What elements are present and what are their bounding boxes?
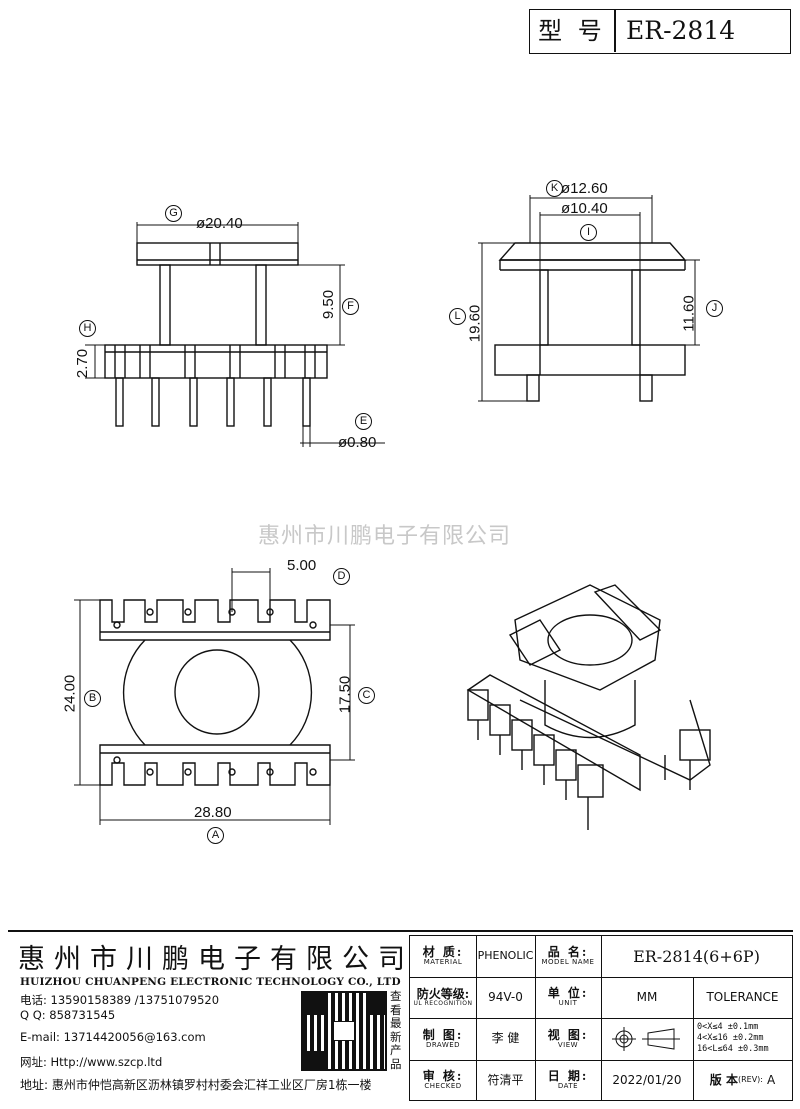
col-divider [535,936,536,1100]
model-name-label: 品 名: MODEL NAME [541,945,595,967]
dim-label-i: I [580,222,597,241]
checked-by-value: 符清平 [487,1072,524,1087]
dim-value-b: 24.00 [61,674,79,713]
technical-drawing [74,195,711,830]
tolerance-label: TOLERANCE [706,989,779,1004]
dim-label-b: B [84,688,101,707]
revision: 版 本 (REV): A [693,1060,792,1101]
date-label: 日 期: DATE [547,1069,589,1091]
model-name-value: ER-2814(6+6P) [633,946,760,966]
material-value: PHENOLIC [477,949,534,963]
checked-by-label: 审 核: CHECKED [422,1069,464,1091]
dim-value-a: 28.80 [194,804,232,821]
company-tel: 电话: 13590158389 /13751079520 [20,993,220,1007]
info-table: 材 质: MATERIAL PHENOLIC 品 名: MODEL NAME E… [409,935,793,1101]
unit-value: MM [636,989,658,1004]
material-label: 材 质: MATERIAL [422,945,464,967]
dim-value-l: 19.60 [466,304,484,343]
side-view [478,195,700,402]
dim-value-g: ø20.40 [196,215,243,232]
footer-top-rule [8,930,793,932]
col-divider [476,936,477,1100]
dim-value-k: ø12.60 [561,180,608,197]
revision-label-en: (REV): [737,1075,763,1085]
dim-value-j: 11.60 [680,295,698,332]
dim-value-i: ø10.40 [561,200,608,217]
drawn-by-value: 李 健 [491,1031,520,1046]
dim-value-f: 9.50 [320,289,338,320]
fire-rating-label: 防火等级: UL RECOGNITION [413,986,473,1007]
revision-value: A [767,1072,776,1087]
qr-logo [333,1021,355,1041]
view-label: 视 图: VIEW [547,1027,589,1049]
bottom-view [74,568,355,825]
dim-label-a: A [207,825,224,844]
tolerance-rule-1: 0<X≤4 ±0.1mm [697,1022,759,1032]
front-view [85,222,385,447]
unit-label: 单 位: UNIT [547,986,589,1008]
dim-label-c: C [358,685,375,704]
dim-label-h: H [79,318,96,337]
dim-label-f: F [342,296,359,315]
dim-label-j: J [706,298,723,317]
revision-label-cn: 版 本 [709,1072,738,1087]
dim-value-d: 5.00 [287,557,317,574]
company-name-en: HUIZHOU CHUANPENG ELECTRONIC TECHNOLOGY … [20,976,401,988]
dim-value-c: 17.50 [336,675,354,714]
company-web: 网址: Http://www.szcp.ltd [20,1055,163,1069]
part-number: ER-2814 [626,16,736,46]
projection-symbol-icon [601,1018,693,1060]
fire-rating-value: 94V-0 [488,989,523,1004]
watermark: 惠州市川鹏电子有限公司 [258,524,512,549]
company-email: E-mail: 13714420056@163.com [20,1030,206,1044]
company-address: 地址: 惠州市仲恺高新区沥林镇罗村村委会汇祥工业区厂房1栋一楼 [20,1078,372,1092]
tolerance-rule-2: 4<X≤16 ±0.2mm [697,1033,764,1043]
drawn-by-label: 制 图: DRAWED [422,1027,464,1049]
tolerance-rules: 0<X≤4 ±0.1mm 4<X≤16 ±0.2mm 16<L≤64 ±0.3m… [697,1022,792,1055]
tolerance-rule-3: 16<L≤64 ±0.3mm [697,1044,769,1054]
col-divider [601,936,602,1100]
title-block: 型 号 ER-2814 [529,9,791,54]
dim-value-h: 2.70 [74,348,92,379]
qr-caption: 查看最新产品 [390,989,402,1071]
company-qq: Q Q: 858731545 [20,1008,116,1022]
dim-label-l: L [449,306,466,325]
dim-label-d: D [333,566,350,585]
dim-label-k: K [546,178,563,197]
dim-label-g: G [165,203,182,222]
title-divider [614,10,616,52]
isometric-view [466,584,711,830]
date-value: 2022/01/20 [612,1072,682,1087]
type-label: 型 号 [538,16,606,45]
dim-label-e: E [355,411,372,430]
company-name: 惠州市川鹏电子有限公司 [18,944,414,975]
col-divider [693,977,694,1101]
dim-value-e: ø0.80 [338,434,377,451]
